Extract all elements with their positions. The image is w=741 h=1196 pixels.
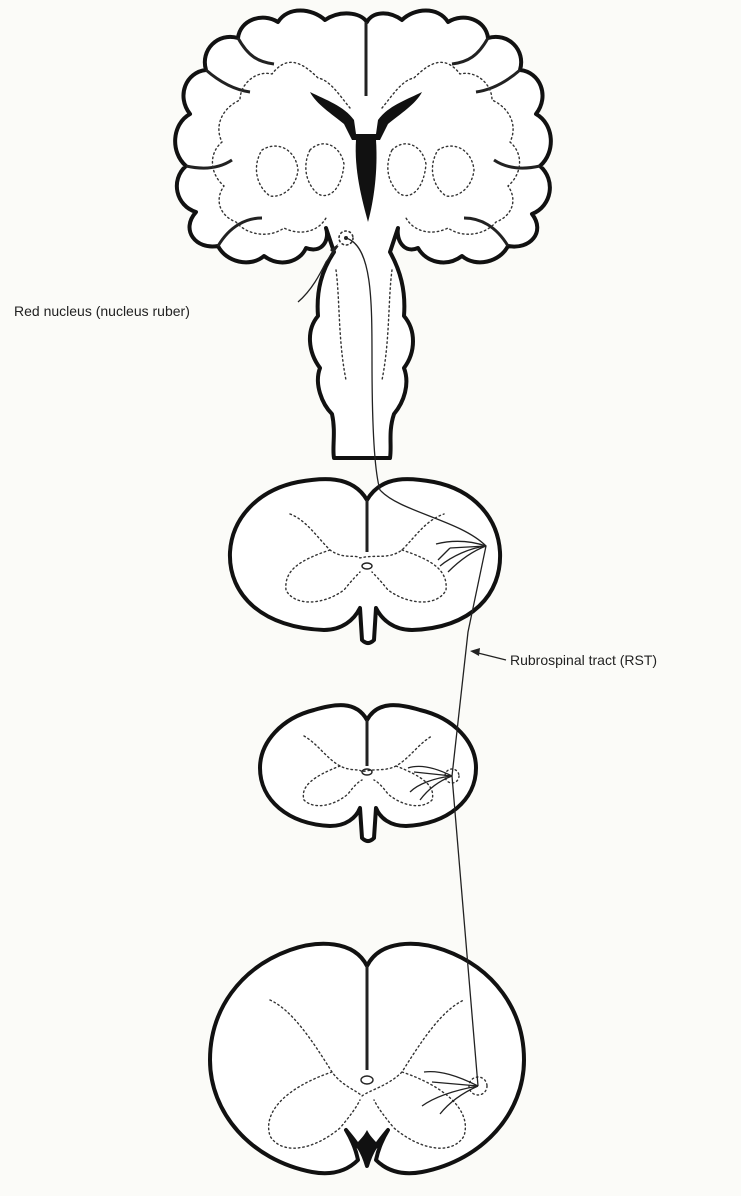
brain-coronal-section [175,11,551,459]
cerebrum-outline [175,11,551,459]
rst-label: Rubrospinal tract (RST) [510,652,657,668]
spinal-cord-thoracic [260,705,476,841]
red-nucleus-label: Red nucleus (nucleus ruber) [14,303,190,319]
spinal-cord-cervical [230,479,500,643]
rst-arrowhead [470,648,480,656]
spinal-cord-lumbar [210,944,524,1173]
label-rubrospinal-tract: Rubrospinal tract (RST) [470,648,657,668]
